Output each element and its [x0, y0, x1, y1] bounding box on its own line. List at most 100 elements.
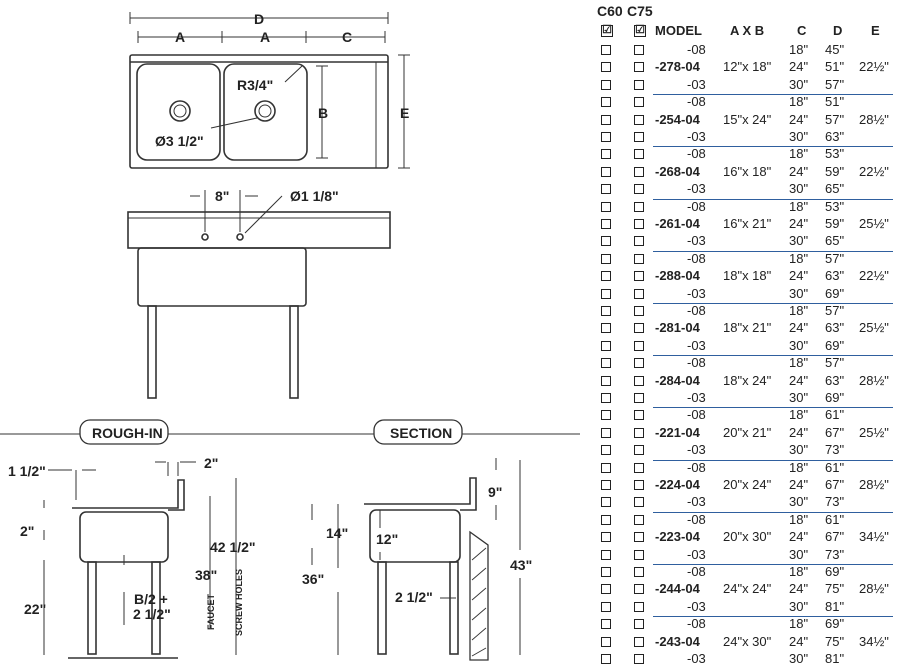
c60-checkbox[interactable] [601, 410, 611, 421]
c75-checkbox[interactable] [634, 601, 644, 612]
c60-checkbox[interactable] [601, 184, 611, 195]
c75-checkbox[interactable] [634, 480, 644, 490]
c75-checkbox[interactable] [634, 323, 644, 334]
c60-checkbox[interactable] [601, 445, 611, 456]
c75-checkbox[interactable] [634, 532, 644, 543]
c75-checkbox[interactable] [634, 271, 644, 282]
faucet-spacing-label: 8" [215, 188, 229, 204]
c75-checkbox[interactable] [634, 358, 644, 369]
c75-checkbox[interactable] [634, 236, 644, 247]
c75-checkbox[interactable] [634, 201, 644, 212]
c75-checkbox[interactable] [634, 427, 644, 438]
group-separator [653, 564, 893, 565]
c75-checkbox[interactable] [634, 514, 644, 525]
c75-checkbox[interactable] [634, 62, 644, 73]
size-axb: 12"x 18" [723, 59, 772, 75]
c60-checkbox[interactable] [601, 219, 611, 229]
c60-checkbox[interactable] [601, 201, 611, 212]
c60-checkbox[interactable] [601, 149, 611, 160]
c75-checkbox[interactable] [634, 393, 644, 403]
c60-checkbox[interactable] [601, 166, 611, 177]
c60-checkbox[interactable] [601, 427, 611, 438]
dim-d-value: 65" [825, 181, 845, 197]
c60-checkbox[interactable] [601, 462, 611, 473]
dim-e-value: 22½" [859, 59, 889, 75]
c75-checkbox[interactable] [634, 306, 644, 316]
c60-checkbox[interactable] [601, 323, 611, 334]
c75-checkbox[interactable] [634, 375, 644, 386]
c60-checkbox[interactable] [601, 601, 611, 612]
dim-a2-label: A [260, 29, 270, 45]
c75-checkbox[interactable] [634, 45, 644, 55]
model-suffix: -03 [687, 129, 706, 144]
dim-e-value: 25½" [859, 320, 889, 336]
c60-checkbox[interactable] [601, 358, 611, 369]
c75-checkbox[interactable] [634, 253, 644, 264]
group-separator [653, 250, 893, 252]
c75-checkbox[interactable] [634, 584, 644, 595]
c75-checkbox[interactable] [634, 219, 644, 229]
c60-checkbox[interactable] [601, 132, 611, 142]
c75-checkbox[interactable] [634, 567, 644, 577]
c60-checkbox[interactable] [601, 497, 611, 508]
dim-b-label: B [318, 105, 328, 121]
c60-checkbox[interactable] [601, 114, 611, 125]
series-c75-checkbox[interactable]: ☑ [634, 24, 646, 37]
c75-checkbox[interactable] [634, 79, 644, 90]
c75-checkbox[interactable] [634, 184, 644, 195]
c60-checkbox[interactable] [601, 619, 611, 630]
rough-in-dim-f: 22" [24, 601, 46, 617]
dim-d-value: 59" [825, 163, 845, 179]
c75-checkbox[interactable] [634, 549, 644, 560]
model-number: -243-04 [655, 633, 700, 649]
dim-d-value: 69" [825, 616, 845, 632]
c75-checkbox[interactable] [634, 288, 644, 299]
c75-checkbox[interactable] [634, 619, 644, 630]
c75-checkbox[interactable] [634, 445, 644, 456]
dim-c-value: 24" [789, 581, 809, 597]
c75-checkbox[interactable] [634, 340, 644, 351]
model-suffix: -03 [687, 337, 706, 353]
faucet-hole-label: Ø1 1/8" [290, 188, 339, 204]
c60-checkbox[interactable] [601, 45, 611, 55]
c75-checkbox[interactable] [634, 636, 644, 647]
c75-checkbox[interactable] [634, 410, 644, 421]
rough-in-title: ROUGH-IN [92, 425, 163, 441]
c60-checkbox[interactable] [601, 306, 611, 316]
c75-checkbox[interactable] [634, 97, 644, 108]
c60-checkbox[interactable] [601, 271, 611, 282]
group-separator [653, 94, 893, 96]
c60-checkbox[interactable] [601, 79, 611, 90]
c75-checkbox[interactable] [634, 149, 644, 160]
dim-e-value: 25½" [859, 424, 889, 440]
dim-c-value: 30" [789, 337, 809, 353]
group-separator [653, 407, 893, 409]
c60-checkbox[interactable] [601, 340, 611, 351]
c60-checkbox[interactable] [601, 480, 611, 490]
c75-checkbox[interactable] [634, 166, 644, 177]
c60-checkbox[interactable] [601, 549, 611, 560]
c60-checkbox[interactable] [601, 62, 611, 73]
c60-checkbox[interactable] [601, 253, 611, 264]
c75-checkbox[interactable] [634, 132, 644, 142]
c60-checkbox[interactable] [601, 567, 611, 577]
dim-e-value: 22½" [859, 268, 889, 284]
c60-checkbox[interactable] [601, 584, 611, 595]
c60-checkbox[interactable] [601, 636, 611, 647]
c60-checkbox[interactable] [601, 375, 611, 386]
dim-c-value: 18" [789, 94, 809, 110]
c75-checkbox[interactable] [634, 497, 644, 508]
c60-checkbox[interactable] [601, 514, 611, 525]
c60-checkbox[interactable] [601, 654, 611, 664]
dim-c-value: 30" [789, 651, 809, 666]
c60-checkbox[interactable] [601, 236, 611, 247]
c60-checkbox[interactable] [601, 288, 611, 299]
c60-checkbox[interactable] [601, 97, 611, 108]
c60-checkbox[interactable] [601, 532, 611, 543]
c75-checkbox[interactable] [634, 462, 644, 473]
model-number: -224-04 [655, 477, 700, 492]
c75-checkbox[interactable] [634, 654, 644, 664]
c60-checkbox[interactable] [601, 393, 611, 403]
series-c60-checkbox[interactable]: ☑ [601, 24, 613, 37]
c75-checkbox[interactable] [634, 114, 644, 125]
